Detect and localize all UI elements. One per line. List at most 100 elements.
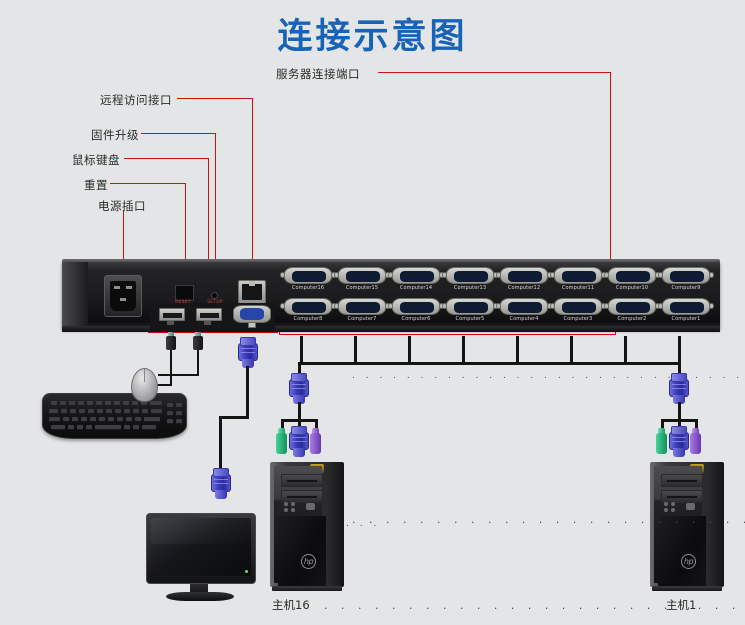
port-computer14[interactable]: Computer14: [388, 266, 444, 297]
monitor-screen-glare: [151, 518, 251, 544]
port-computer15[interactable]: Computer15: [334, 266, 390, 297]
hp-logo: hp: [681, 554, 696, 569]
setup-silk-label: SETUP: [200, 300, 230, 305]
leader-line-reset-h: [110, 183, 185, 184]
callout-reset: 重置: [84, 178, 108, 192]
keyboard-cable-h: [152, 384, 172, 386]
mouse-button-split: [144, 369, 145, 382]
bus-drop-7: [624, 336, 627, 364]
port-label: Computer14: [399, 285, 433, 291]
leader-line-kbmouse-h: [124, 158, 208, 159]
page-title: 连接示意图: [277, 17, 468, 57]
leader-line-remote-h: [177, 98, 252, 99]
leader-line-kbmouse-v: [208, 158, 209, 303]
host-label-ellipsis: . . . . . . . . . . . . . . . . . . . . …: [324, 599, 745, 612]
host1-cable-v: [678, 402, 681, 421]
port-label: Computer13: [453, 285, 487, 291]
tower-ellipsis-short: . . .: [346, 519, 381, 529]
keyboard-usb-connector: [166, 332, 176, 358]
host1-tower[interactable]: hp: [650, 462, 724, 591]
host1-ps2-mouse-drop: [695, 419, 698, 430]
console-vga-screw: [248, 322, 256, 328]
leader-line-firmware-h: [141, 133, 215, 134]
bus-left-end-drop: [298, 362, 301, 374]
port-computer16[interactable]: Computer16: [280, 266, 336, 297]
leader-line-firmware-v: [215, 133, 216, 292]
monitor-power-led: [245, 570, 248, 573]
hp-logo: hp: [301, 554, 316, 569]
port-computer3[interactable]: Computer3: [550, 297, 606, 328]
host16-ps2-kb-drop: [281, 419, 284, 430]
bus-drop-1: [300, 336, 303, 364]
bus-drop-4: [462, 336, 465, 364]
bus-ellipsis: . . . . . . . . . . . . . . . . . . . . …: [352, 371, 745, 381]
host1-ps2-mouse-connector: [690, 428, 701, 454]
port-computer1[interactable]: Computer1: [658, 297, 714, 328]
port-label: Computer3: [563, 316, 593, 322]
lan-port-inner: [242, 284, 262, 300]
callout-firmware: 固件升级: [91, 128, 139, 142]
host1-kvm-vga-connector: [669, 373, 689, 404]
host1-ps2-kb-drop: [661, 419, 664, 430]
port-label: Computer6: [401, 316, 431, 322]
port-label: Computer8: [293, 316, 323, 322]
host1-vga-drop: [678, 419, 681, 430]
port-label: Computer1: [671, 316, 701, 322]
port-computer5[interactable]: Computer5: [442, 297, 498, 328]
host16-cable-v: [298, 402, 301, 421]
port-computer6[interactable]: Computer6: [388, 297, 444, 328]
callout-kb-mouse: 鼠标键盘: [72, 153, 120, 167]
port-computer13[interactable]: Computer13: [442, 266, 498, 297]
bus-right-end-drop: [678, 362, 681, 374]
host16-tower[interactable]: hp: [270, 462, 344, 591]
port-computer9[interactable]: Computer9: [658, 266, 714, 297]
usb-mouse-port-foot: [204, 321, 211, 325]
port-computer12[interactable]: Computer12: [496, 266, 552, 297]
bus-drop-3: [408, 336, 411, 364]
leader-line-server-ports-v: [610, 72, 611, 262]
monitor-neck: [190, 584, 208, 594]
tower-ellipsis: . . . . . . . . . . . . . . . . . . . . …: [352, 513, 745, 526]
port-label: Computer2: [617, 316, 647, 322]
host16-ps2-mouse-drop: [315, 419, 318, 430]
host1-ps2-keyboard-connector: [656, 428, 667, 454]
bus-horizontal: [298, 362, 680, 365]
setup-pinhole[interactable]: [211, 292, 218, 299]
console-vga-connector: [238, 337, 258, 368]
monitor-base: [166, 592, 234, 601]
callout-power-socket: 电源插口: [98, 199, 146, 213]
host16-vga-drop: [298, 419, 301, 430]
monitor-cable-h: [219, 416, 249, 419]
port-label: Computer16: [291, 285, 325, 291]
host16-label: 主机16: [272, 598, 310, 612]
host16-vga-connector: [289, 426, 309, 457]
port-computer7[interactable]: Computer7: [334, 297, 390, 328]
keyboard[interactable]: [42, 393, 187, 439]
host16-ps2-mouse-connector: [310, 428, 321, 454]
keyboard-cable-v: [170, 350, 172, 386]
usb-mouse-port[interactable]: [196, 308, 222, 321]
callout-server-ports: 服务器连接端口: [276, 67, 360, 81]
host1-label: 主机1: [666, 598, 697, 612]
kvm-chassis-bottom: [62, 326, 720, 332]
bus-drop-8: [678, 336, 681, 364]
port-computer4[interactable]: Computer4: [496, 297, 552, 328]
lan-port-tab: [249, 281, 255, 286]
port-label: Computer10: [615, 285, 649, 291]
monitor-cable-v1: [246, 366, 249, 418]
bus-drop-2: [354, 336, 357, 364]
reset-button[interactable]: [175, 285, 194, 301]
host16-ps2-keyboard-connector: [276, 428, 287, 454]
mouse-cable-h: [158, 374, 199, 376]
port-label: Computer11: [561, 285, 595, 291]
port-computer11[interactable]: Computer11: [550, 266, 606, 297]
computer-ports-grid: Computer16 Computer15 Computer14 Compute…: [280, 266, 715, 328]
port-label: Computer12: [507, 285, 541, 291]
bus-drop-5: [516, 336, 519, 364]
leader-line-power-v: [123, 210, 124, 296]
port-computer10[interactable]: Computer10: [604, 266, 660, 297]
usb-keyboard-port[interactable]: [159, 308, 185, 321]
port-computer2[interactable]: Computer2: [604, 297, 660, 328]
port-computer8[interactable]: Computer8: [280, 297, 336, 328]
